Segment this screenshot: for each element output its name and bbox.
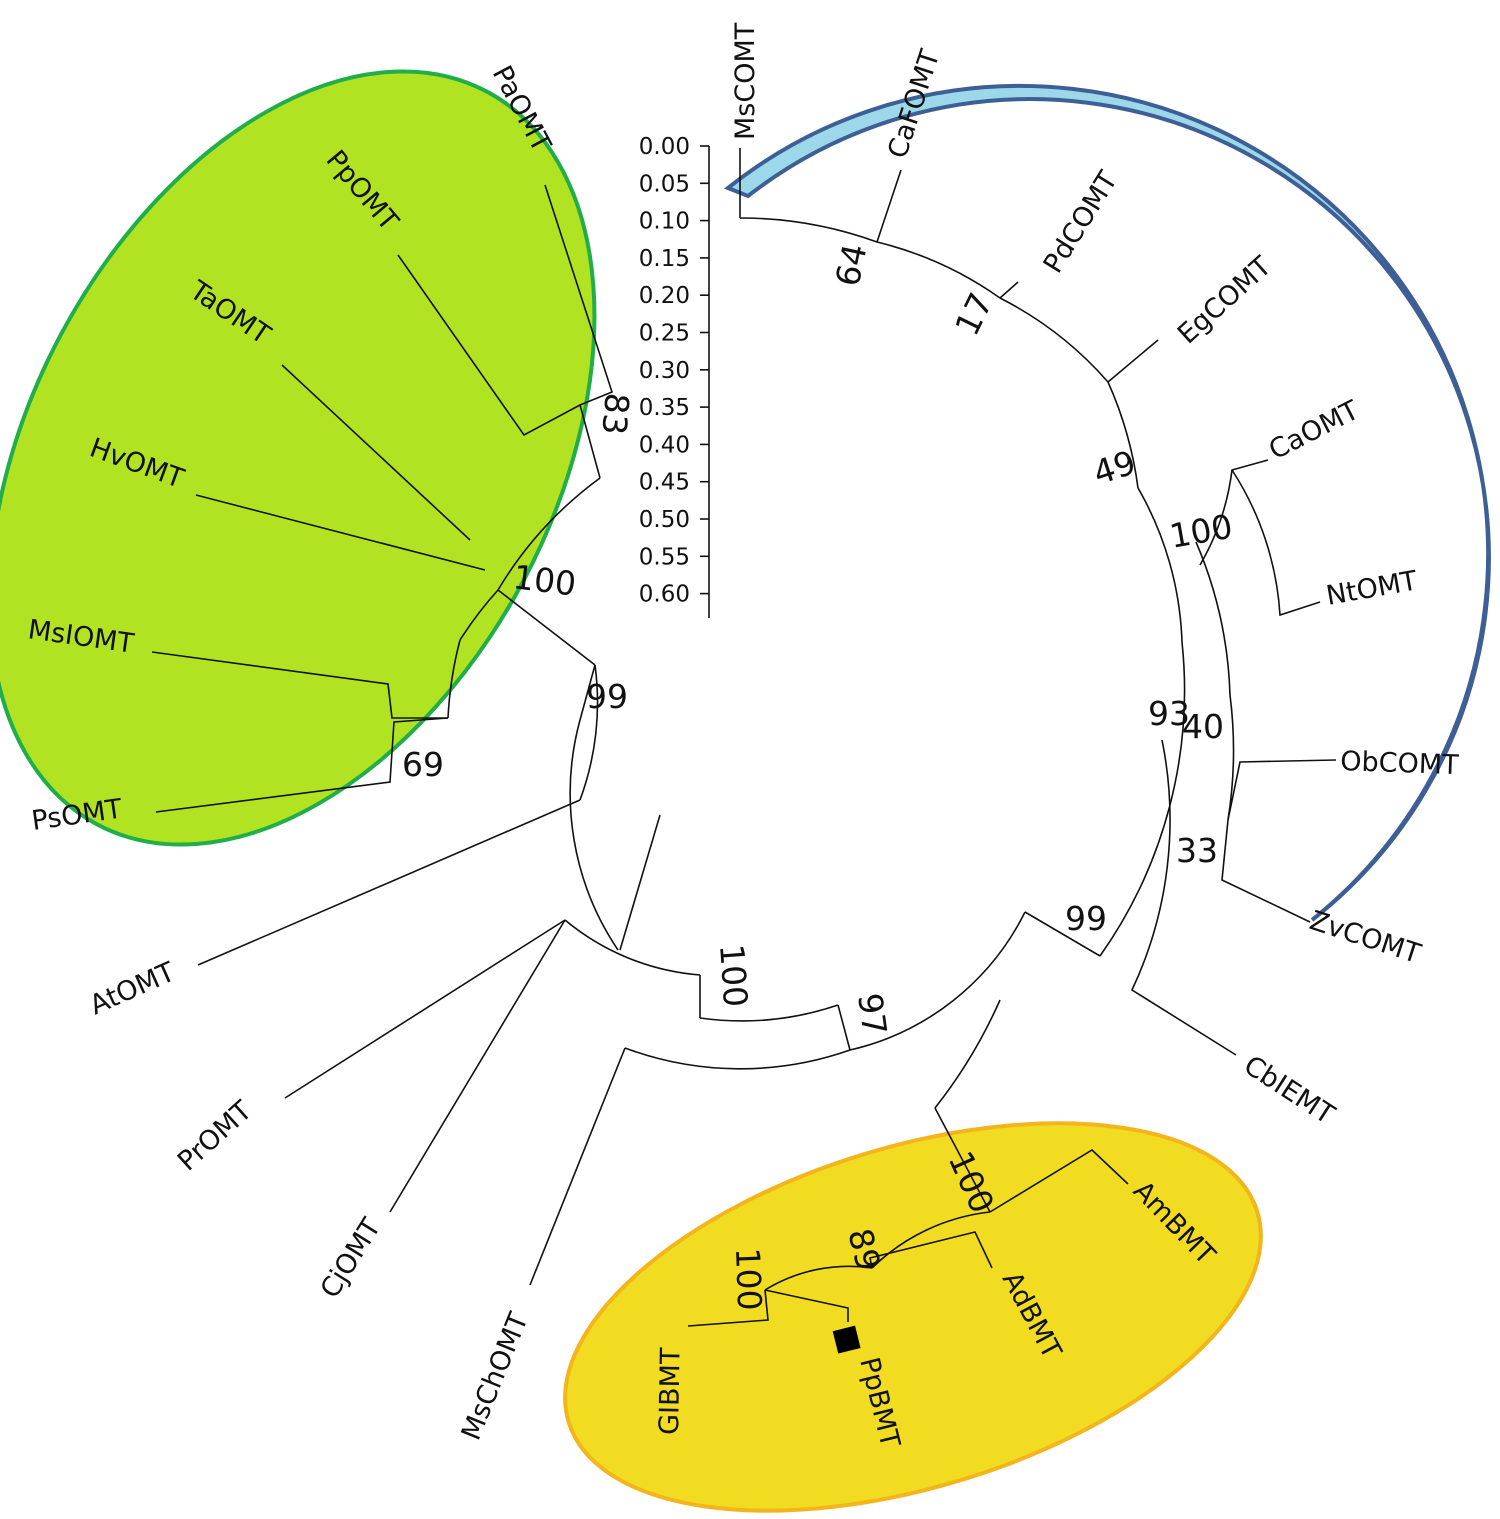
- scale-bar: 0.00 0.05 0.10 0.15 0.20 0.25 0.30 0.35 0.40 0.45…: [639, 134, 710, 618]
- leaf-mscomt: MsCOMT: [730, 22, 761, 140]
- scale-tick-label: 0.50: [639, 507, 690, 533]
- bootstrap-100-caomt: 100: [1167, 507, 1236, 556]
- scale-tick-label: 0.60: [639, 582, 690, 608]
- leaf-pdcomt: PdCOMT: [1038, 166, 1125, 279]
- leaf-cjomt: CjOMT: [315, 1213, 388, 1304]
- ppbmt-marker: [832, 1325, 861, 1354]
- blue-clade-highlight: [724, 83, 1491, 922]
- leaf-promt: PrOMT: [172, 1095, 258, 1177]
- scale-tick-label: 0.25: [639, 321, 690, 347]
- bootstrap-99-left: 99: [586, 677, 628, 716]
- leaf-cbiemt: CbIEMT: [1238, 1050, 1340, 1131]
- bootstrap-97: 97: [850, 991, 894, 1038]
- bootstrap-100-bottom: 100: [712, 943, 755, 1009]
- bootstrap-99-right: 99: [1065, 899, 1107, 938]
- green-clade-highlight: [0, 69, 597, 847]
- bootstrap-49: 49: [1088, 443, 1140, 493]
- leaf-zvcomt: ZvCOMT: [1306, 905, 1425, 970]
- leaf-ntomt: NtOMT: [1324, 565, 1420, 612]
- scale-tick-label: 0.35: [639, 395, 690, 421]
- scale-tick-label: 0.45: [639, 470, 690, 496]
- bootstrap-64: 64: [828, 240, 875, 289]
- scale-tick-label: 0.00: [639, 134, 690, 160]
- scale-tick-label: 0.55: [639, 544, 690, 570]
- scale-tick-label: 0.30: [639, 358, 690, 384]
- scale-tick-label: 0.20: [639, 283, 690, 309]
- bootstrap-33: 33: [1176, 831, 1218, 870]
- bootstrap-83: 83: [594, 391, 637, 436]
- scale-tick-label: 0.05: [639, 171, 690, 197]
- scale-tick-label: 0.40: [639, 432, 690, 458]
- scale-tick-label: 0.10: [639, 209, 690, 235]
- bootstrap-93: 93: [1148, 694, 1190, 733]
- leaf-glbmt: GIBMT: [654, 1347, 687, 1435]
- leaf-egcomt: EgCOMT: [1172, 250, 1278, 350]
- leaf-obcomt: ObCOMT: [1340, 746, 1460, 781]
- bootstrap-100-green: 100: [511, 557, 578, 603]
- yellow-clade-highlight: [563, 1121, 1263, 1513]
- bootstrap-17: 17: [947, 287, 1000, 342]
- bootstrap-100-glbmt: 100: [728, 1247, 769, 1311]
- leaf-atomt: AtOMT: [85, 956, 180, 1021]
- leaf-caomt: CaOMT: [1264, 395, 1364, 467]
- leaf-mschomt: MsChOMT: [456, 1308, 535, 1445]
- tree-branches: [151, 148, 1337, 1327]
- bootstrap-40: 40: [1182, 707, 1224, 746]
- scale-tick-label: 0.15: [639, 246, 690, 272]
- bootstrap-69: 69: [402, 745, 444, 784]
